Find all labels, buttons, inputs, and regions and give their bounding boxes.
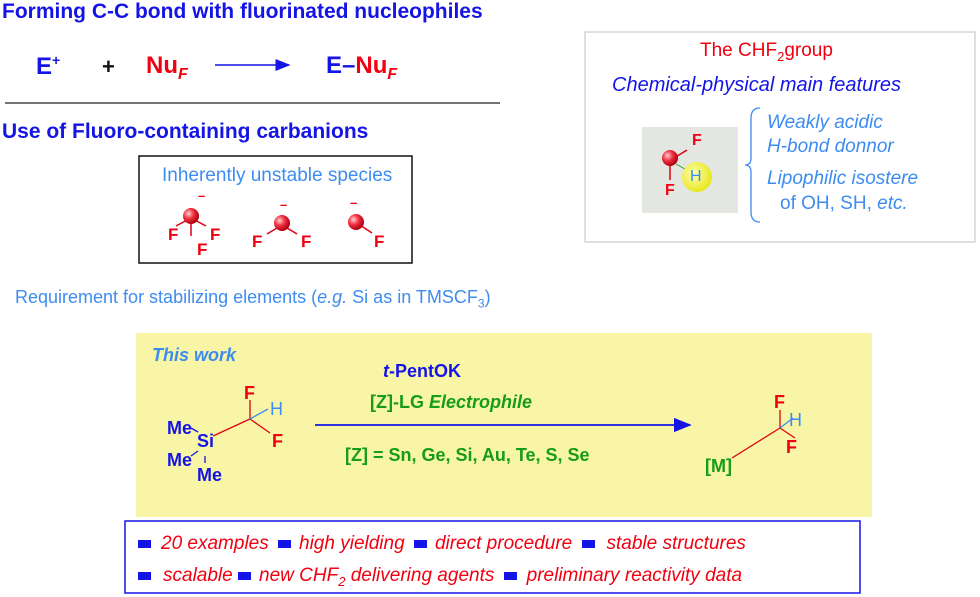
nu-sub: F: [178, 65, 188, 83]
fluorine-atom: F: [168, 225, 179, 244]
chf2-sub: 2: [777, 48, 785, 64]
req-sub: 3: [477, 296, 485, 311]
chf2-post: group: [784, 40, 833, 61]
fluorine-atom: F: [252, 232, 263, 251]
product-e: E–: [326, 52, 356, 79]
unstable-species-title: Inherently unstable species: [162, 165, 393, 186]
electrophile-reagent: [Z]-LG Electrophile: [370, 392, 532, 413]
fluorine-atom: F: [374, 232, 385, 251]
reagent-t: t: [383, 361, 389, 381]
hydrogen-atom: H: [789, 410, 802, 430]
fluorine-atom: F: [774, 392, 785, 412]
fluorine-atom: F: [786, 437, 797, 457]
chf2-pre: The CHF: [700, 40, 778, 61]
silicon-atom: Si: [197, 431, 215, 451]
nu-text: Nu: [146, 52, 178, 79]
product-nu: Nu: [355, 52, 388, 79]
highlight-item: direct procedure: [434, 533, 573, 554]
section-title: Forming C-C bond with fluorinated nucleo…: [2, 0, 483, 23]
feature-etc: etc.: [877, 193, 908, 214]
nucleophile-label: NuF: [146, 52, 188, 84]
base-reagent: t-PentOK: [383, 361, 461, 382]
unstable-species-box: [138, 155, 413, 264]
methyl-group: Me: [167, 418, 193, 438]
bullet-icon: [581, 539, 595, 548]
cf3-anion-icon: [175, 208, 207, 236]
model-f-atom: F: [665, 182, 675, 199]
electrophile-text: Electrophile: [428, 392, 533, 412]
highlight-item: new CHF2 delivering agents: [259, 565, 495, 589]
electrophile-label: E+: [36, 52, 60, 81]
product-label: E–NuF: [326, 52, 397, 84]
chf2-subtitle: Chemical-physical main features: [612, 74, 902, 96]
bullet-icon: [238, 571, 251, 580]
electrophile-pre: [Z]-LG: [370, 392, 429, 412]
bullet-icon: [503, 571, 517, 580]
bullet-icon: [413, 539, 427, 548]
highlight-pre: new CHF: [259, 565, 339, 586]
fluorine-atom: F: [197, 240, 208, 259]
req-eg: e.g.: [317, 287, 348, 307]
methyl-group: Me: [197, 465, 223, 485]
feature-item: H-bond donnor: [767, 136, 894, 157]
req-post: Si as in TMSCF: [347, 287, 478, 307]
bullet-icon: [138, 539, 151, 548]
req-close: ): [484, 287, 491, 307]
chf2-title: The CHF2group: [700, 40, 833, 64]
req-pre: Requirement for stabilizing elements (: [15, 287, 318, 307]
model-f-atom: F: [692, 132, 702, 149]
highlight-item: preliminary reactivity data: [526, 565, 743, 586]
requirement-text: Requirement for stabilizing elements (e.…: [15, 287, 491, 311]
this-work-label: This work: [152, 345, 237, 365]
highlight-item: 20 examples: [161, 533, 269, 554]
chf2-anion-icon: [266, 215, 298, 235]
highlight-post: delivering agents: [345, 565, 495, 586]
fluorine-atom: F: [210, 225, 221, 244]
bullet-icon: [138, 571, 151, 580]
highlight-sub: 2: [338, 573, 346, 589]
reagent-name: -PentOK: [389, 361, 461, 381]
e-charge: +: [52, 52, 61, 68]
charge: –: [280, 197, 288, 212]
feature-item: Weakly acidic: [767, 112, 883, 133]
z-element-list: [Z] = Sn, Ge, Si, Au, Te, S, Se: [345, 445, 590, 465]
highlight-item: scalable: [163, 565, 233, 586]
m-chf2-structure: [731, 410, 796, 459]
chf2-feature-box: [584, 31, 976, 243]
tms-chf2-structure: [190, 400, 271, 463]
ch2f-anion-icon: [348, 214, 373, 234]
plus-sign: +: [102, 54, 115, 79]
fluorine-atom: F: [244, 383, 255, 403]
highlights-box: [124, 520, 861, 594]
brace-icon: [744, 107, 761, 223]
highlights-row-1: 20 examples high yielding direct procedu…: [138, 533, 746, 555]
metal-placeholder: [M]: [705, 456, 732, 476]
highlight-item: high yielding: [299, 533, 405, 554]
highlights-row-2: scalable new CHF2 delivering agents prel…: [138, 565, 742, 589]
carbanions-heading: Use of Fluoro-containing carbanions: [2, 120, 369, 143]
feature-item: of OH, SH, etc.: [780, 193, 908, 215]
chf2-model-icon: [662, 149, 712, 192]
charge: –: [350, 195, 358, 210]
highlight-item: stable structures: [606, 533, 746, 554]
methyl-group: Me: [167, 450, 193, 470]
feature-text: of OH, SH,: [780, 193, 878, 214]
hydrogen-atom: H: [270, 399, 283, 419]
e-text: E: [36, 53, 53, 80]
fluorine-atom: F: [301, 232, 312, 251]
feature-item: Lipophilic isostere: [767, 168, 919, 189]
fluorine-atom: F: [272, 431, 283, 451]
bullet-icon: [278, 539, 292, 548]
model-h-atom: H: [690, 168, 702, 185]
product-sub: F: [387, 65, 398, 83]
charge: –: [198, 188, 206, 203]
